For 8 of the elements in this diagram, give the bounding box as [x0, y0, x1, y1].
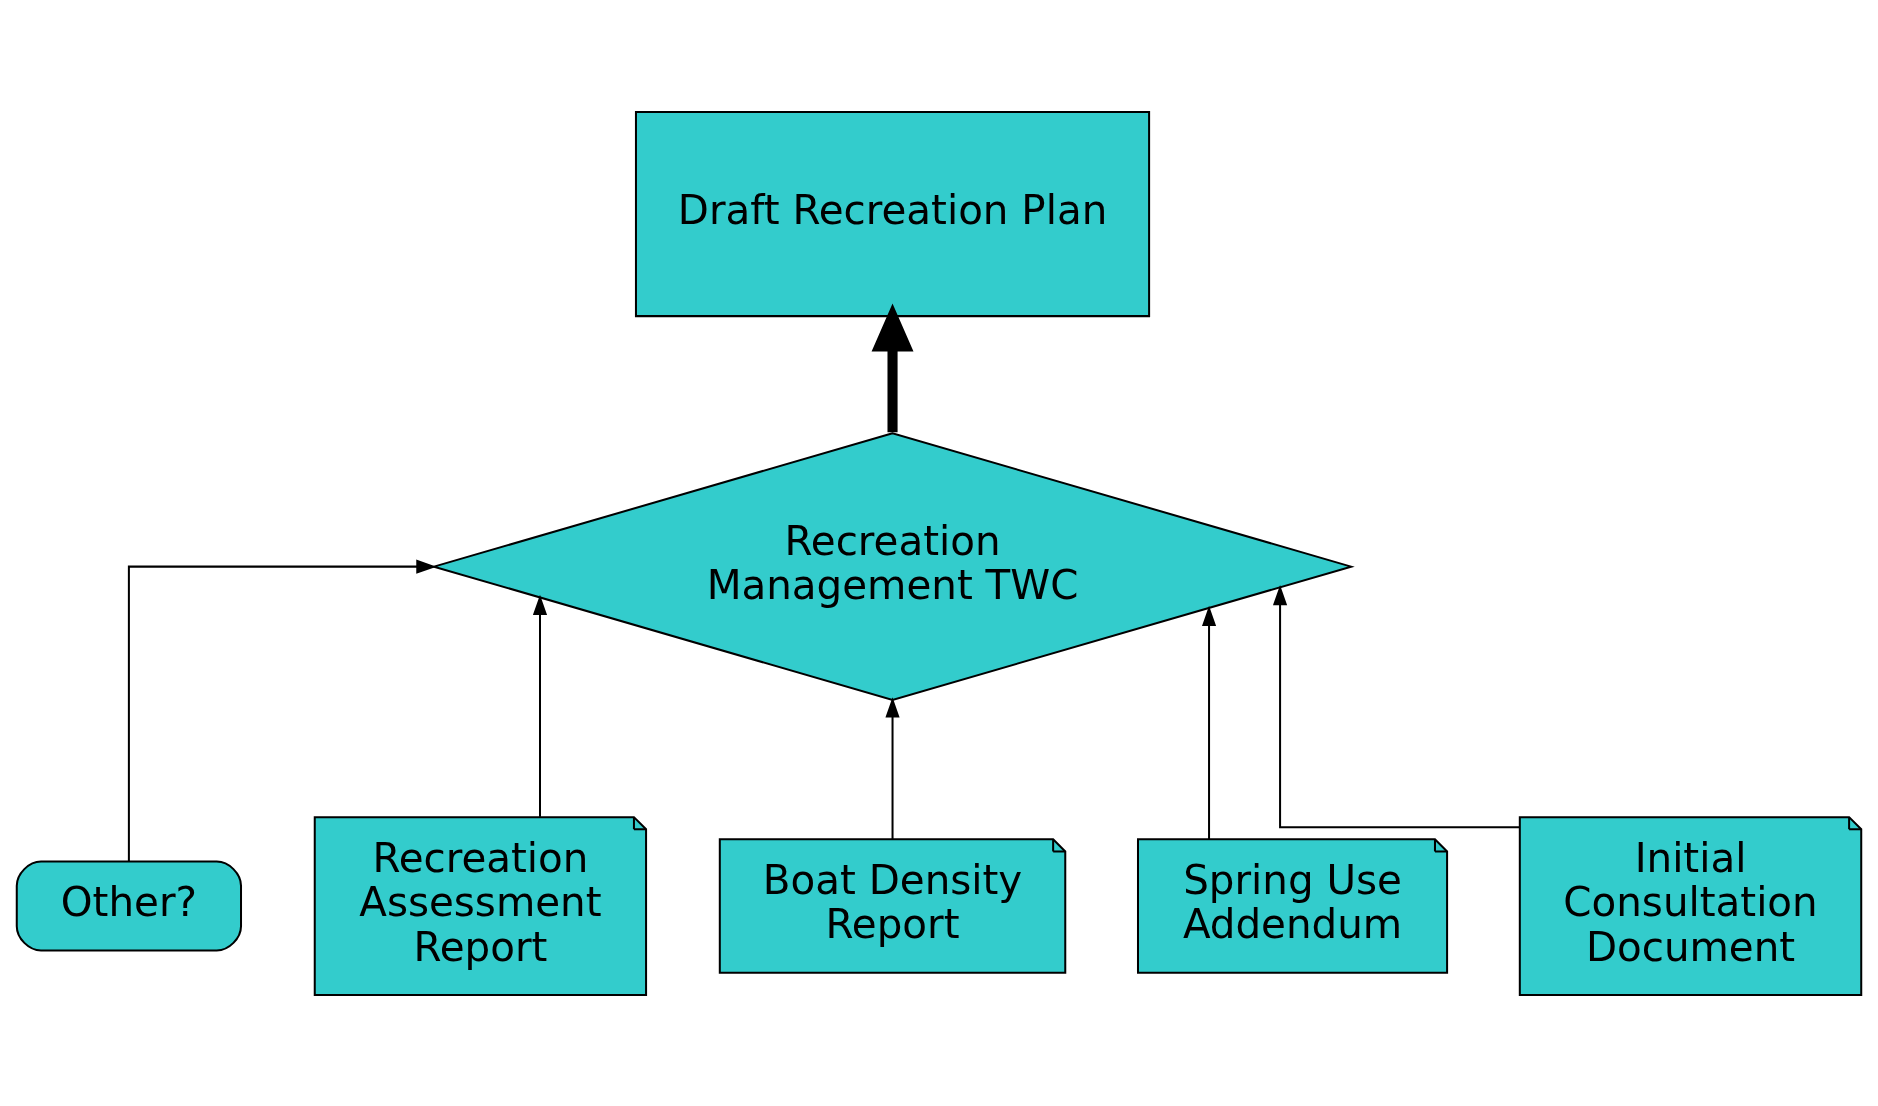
arrow — [532, 594, 548, 817]
arrow — [127, 559, 437, 861]
node-box: Draft Recreation Plan — [634, 110, 1151, 317]
arrow — [1201, 605, 1217, 839]
arrow — [1273, 584, 1520, 828]
arrow — [885, 696, 900, 839]
arrow — [871, 303, 914, 432]
node-box: Other? — [15, 860, 242, 951]
